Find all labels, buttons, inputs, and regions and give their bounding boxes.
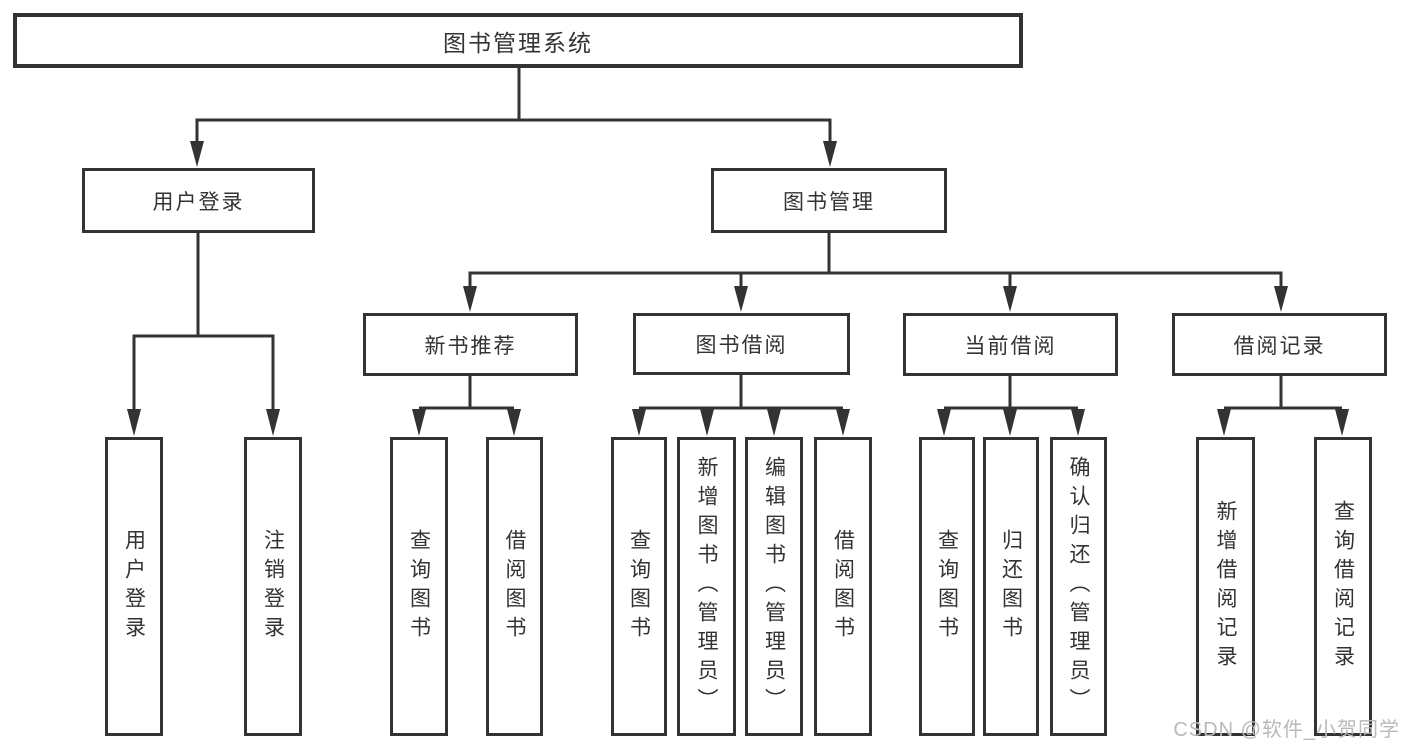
arrowheads bbox=[127, 141, 1349, 436]
leaf-query-borrow-record: 查询借阅记录 bbox=[1314, 437, 1372, 736]
leaf-query-books-borrow: 查询图书 bbox=[611, 437, 667, 736]
leaf-add-books-admin: 新增图书（管理员） bbox=[677, 437, 736, 736]
leaf-query-books-recommend: 查询图书 bbox=[390, 437, 448, 736]
leaf-borrow-books-recommend: 借阅图书 bbox=[486, 437, 543, 736]
node-current-borrow: 当前借阅 bbox=[903, 313, 1118, 376]
node-user-login: 用户登录 bbox=[82, 168, 315, 233]
node-book-management: 图书管理 bbox=[711, 168, 947, 233]
leaf-logout-login: 注销登录 bbox=[244, 437, 302, 736]
leaf-borrow-books: 借阅图书 bbox=[814, 437, 872, 736]
leaf-return-books: 归还图书 bbox=[983, 437, 1039, 736]
leaf-edit-books-admin: 编辑图书（管理员） bbox=[745, 437, 803, 736]
leaf-query-books-current: 查询图书 bbox=[919, 437, 975, 736]
node-library-management-system: 图书管理系统 bbox=[13, 13, 1023, 68]
node-book-borrow: 图书借阅 bbox=[633, 313, 850, 375]
leaf-user-login: 用户登录 bbox=[105, 437, 163, 736]
node-borrow-records: 借阅记录 bbox=[1172, 313, 1387, 376]
leaf-confirm-return-admin: 确认归还（管理员） bbox=[1050, 437, 1107, 736]
csdn-watermark: CSDN @软件_小贺同学 bbox=[1173, 719, 1400, 741]
leaf-add-borrow-record: 新增借阅记录 bbox=[1196, 437, 1255, 736]
node-new-book-recommend: 新书推荐 bbox=[363, 313, 578, 376]
